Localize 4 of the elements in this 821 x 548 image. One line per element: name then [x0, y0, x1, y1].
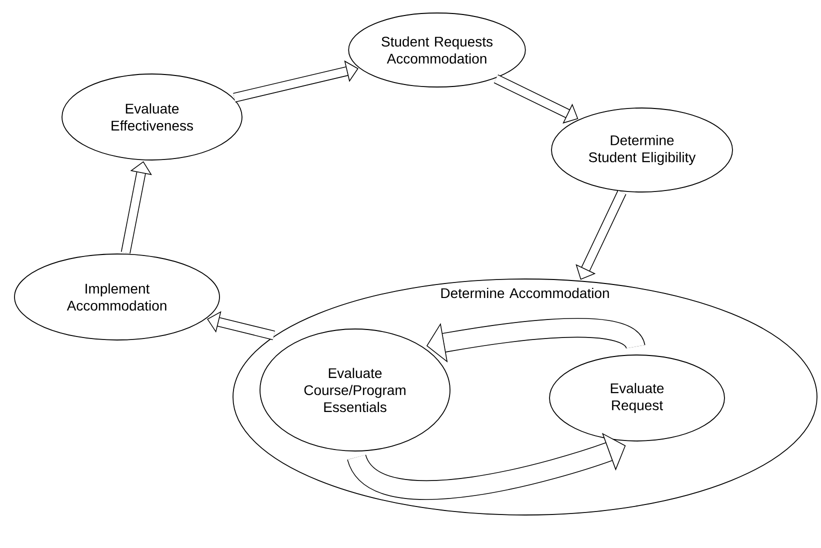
block-arrow	[233, 60, 358, 102]
block-arrow	[348, 432, 626, 500]
block-arrow	[576, 190, 626, 280]
block-arrow	[120, 161, 152, 254]
